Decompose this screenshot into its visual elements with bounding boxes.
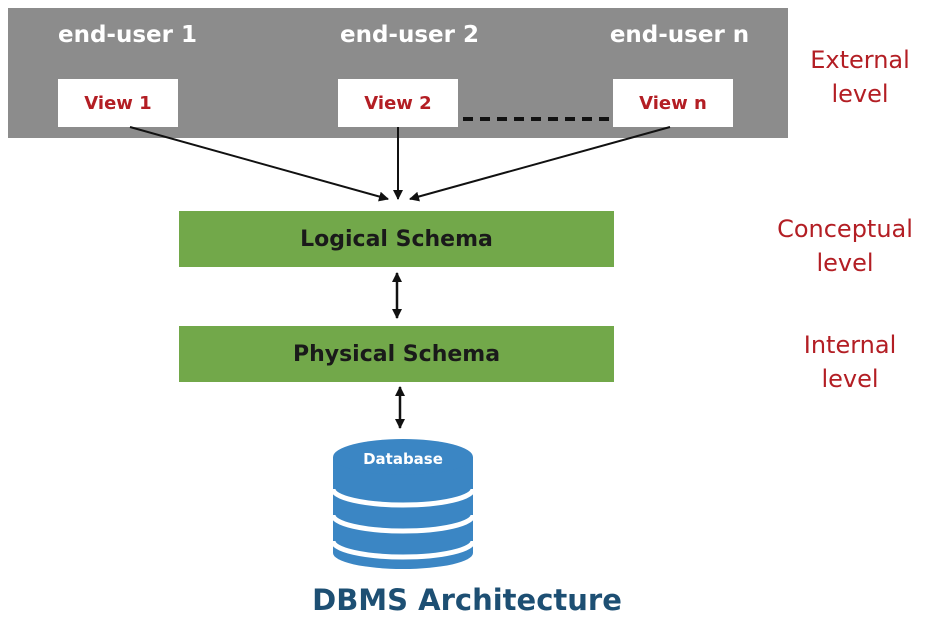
view-1-label: View 1 xyxy=(84,92,152,114)
external-level-line2: level xyxy=(831,80,889,108)
physical-schema-label: Physical Schema xyxy=(292,341,501,367)
end-user-1-label: end-user 1 xyxy=(58,22,197,48)
diagram-title: DBMS Architecture xyxy=(312,583,622,617)
internal-level-label: Internal level xyxy=(780,328,920,396)
view-2-box: View 2 xyxy=(338,79,458,127)
database-icon xyxy=(330,439,476,569)
view-2-label: View 2 xyxy=(364,92,432,114)
internal-level-line1: Internal xyxy=(803,331,897,359)
end-user-n-label: end-user n xyxy=(609,22,750,48)
internal-level-line2: level xyxy=(821,365,879,393)
view-n-box: View n xyxy=(613,79,733,127)
physical-schema-box: Physical Schema xyxy=(179,326,614,382)
logical-schema-label: Logical Schema xyxy=(300,226,493,252)
view-1-box: View 1 xyxy=(58,79,178,127)
end-user-2-label: end-user 2 xyxy=(340,22,479,48)
arrow-viewn-to-logical xyxy=(409,126,671,202)
conceptual-level-line2: level xyxy=(816,249,874,277)
view-n-label: View n xyxy=(639,92,707,114)
conceptual-level-label: Conceptual level xyxy=(760,212,930,280)
logical-schema-box: Logical Schema xyxy=(179,211,614,267)
conceptual-level-line1: Conceptual xyxy=(777,215,913,243)
external-level-label: External level xyxy=(790,43,930,111)
arrow-view1-to-logical xyxy=(129,126,389,202)
database-label: Database xyxy=(363,450,443,468)
external-level-line1: External xyxy=(810,46,910,74)
